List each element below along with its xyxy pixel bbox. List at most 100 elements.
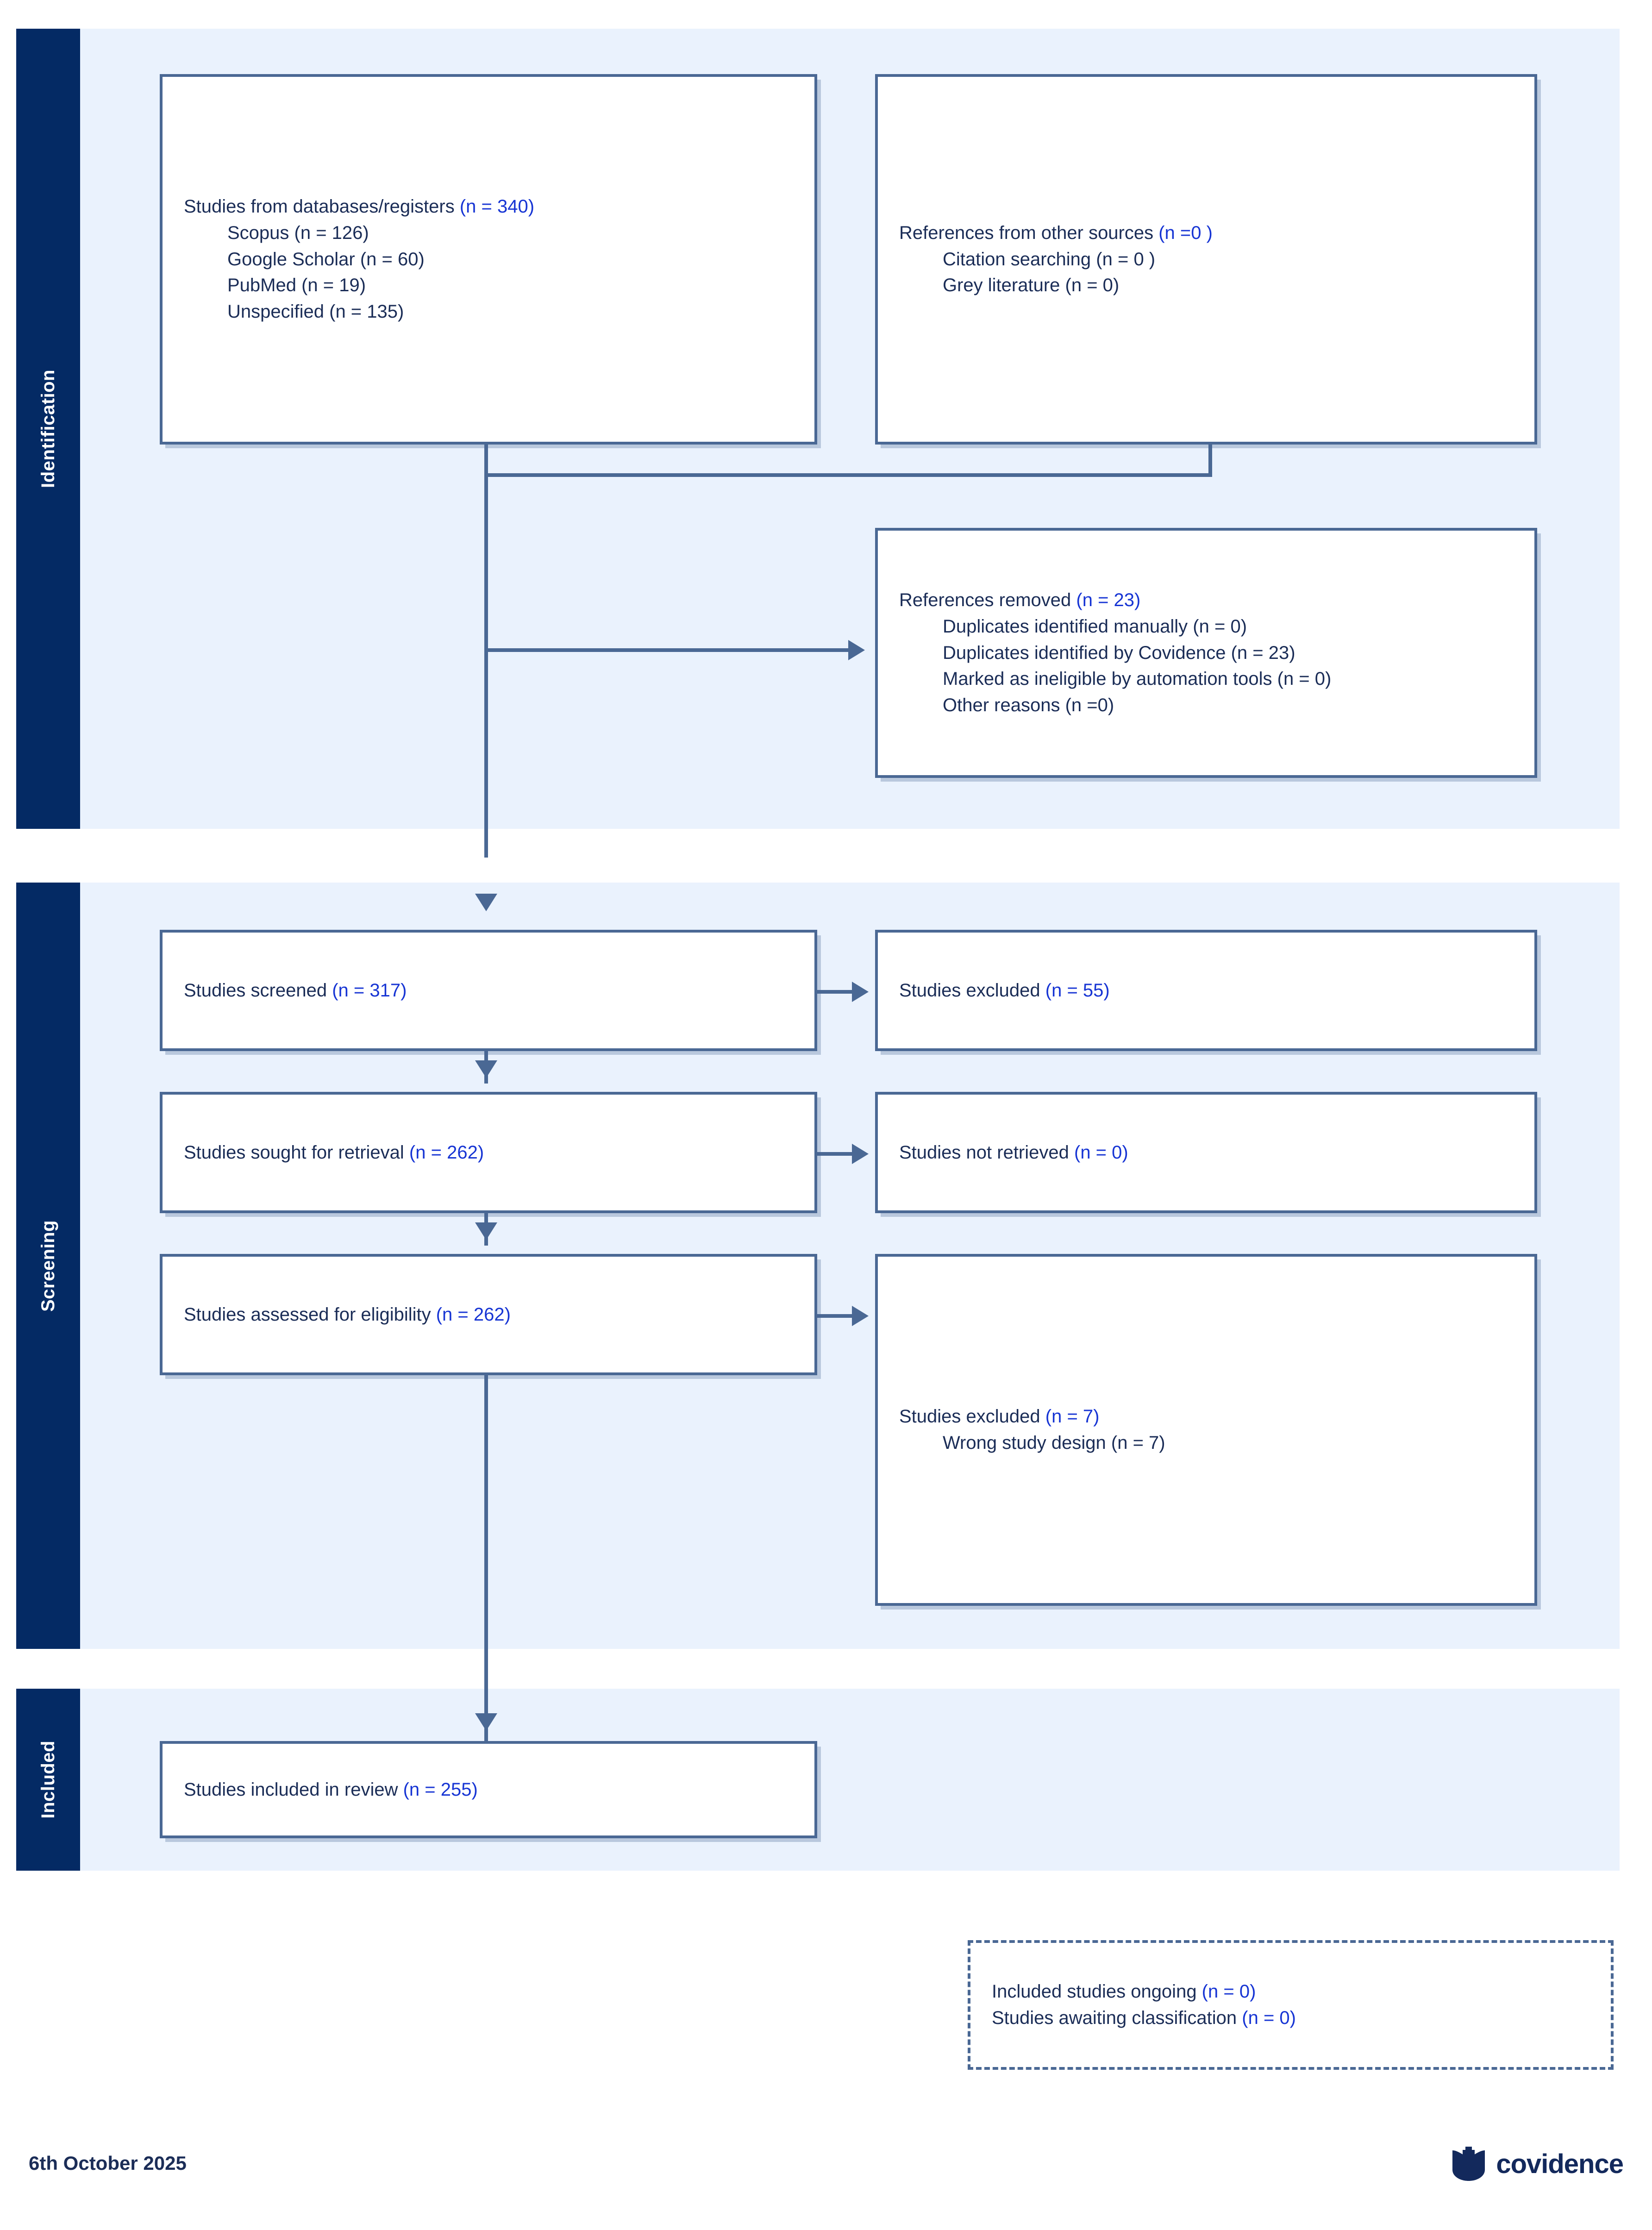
- subline-label: Grey literature: [943, 275, 1065, 296]
- subline-count: (n = 7): [1111, 1433, 1165, 1453]
- arrow-to-excluded-screen: [852, 982, 869, 1002]
- box-title: Studies not retrieved (n = 0): [899, 1140, 1513, 1166]
- box-studies-assessed-for-eligibility: Studies assessed for eligibility (n = 26…: [160, 1254, 817, 1375]
- stage-label-screening: Screening: [16, 883, 80, 1649]
- box-title-count: (n = 255): [403, 1779, 478, 1800]
- subline-label: Included studies ongoing: [992, 1981, 1202, 2002]
- box-studies-screened: Studies screened (n = 317): [160, 930, 817, 1051]
- arrow-to-included: [475, 1713, 497, 1731]
- box-title: Studies sought for retrieval (n = 262): [184, 1140, 793, 1166]
- box-title-count: (n = 262): [436, 1304, 511, 1325]
- box-title-count: (n = 7): [1045, 1406, 1100, 1427]
- box-title: Studies assessed for eligibility (n = 26…: [184, 1302, 793, 1328]
- box-studies-from-databases: Studies from databases/registers (n = 34…: [160, 74, 817, 445]
- stage-label-included: Included: [16, 1689, 80, 1871]
- subline-label: Marked as ineligible by automation tools: [943, 669, 1277, 689]
- connector-assessed-to-included: [484, 1334, 488, 1741]
- box-title-count: (n = 317): [332, 980, 407, 1001]
- subline-label: PubMed: [227, 275, 302, 296]
- box-title-label: Studies from databases/registers: [184, 196, 460, 217]
- box-title-label: Studies excluded: [899, 1406, 1045, 1427]
- box-title: Studies screened (n = 317): [184, 977, 793, 1004]
- box-subline: Duplicates identified by Covidence (n = …: [899, 640, 1513, 666]
- subline-label: Citation searching: [943, 249, 1096, 269]
- subline-count: (n = 19): [301, 275, 366, 296]
- subline-label: Wrong study design: [943, 1433, 1111, 1453]
- arrow-to-excluded-eligibility: [852, 1306, 869, 1326]
- box-title-count: (n = 23): [1076, 590, 1141, 610]
- box-title-count: (n = 262): [409, 1142, 484, 1163]
- arrow-to-sought: [475, 1060, 497, 1078]
- box-studies-excluded-screening: Studies excluded (n = 55): [875, 930, 1537, 1051]
- box-title-label: Studies sought for retrieval: [184, 1142, 409, 1163]
- box-title-count: (n = 0): [1074, 1142, 1128, 1163]
- box-references-removed: References removed (n = 23) Duplicates i…: [875, 528, 1537, 778]
- connector-other-down: [1208, 445, 1212, 477]
- subline-label: Google Scholar: [227, 249, 360, 269]
- box-subline: PubMed (n = 19): [184, 272, 793, 299]
- subline-count: (n = 126): [294, 222, 369, 243]
- box-studies-not-retrieved: Studies not retrieved (n = 0): [875, 1092, 1537, 1213]
- box-title-label: Studies included in review: [184, 1779, 403, 1800]
- box-subline: Marked as ineligible by automation tools…: [899, 666, 1513, 692]
- box-subline: Citation searching (n = 0 ): [899, 246, 1513, 273]
- connector-screened-to-excluded: [815, 990, 857, 994]
- box-title: Studies from databases/registers (n = 34…: [184, 194, 793, 220]
- box-title-label: Studies excluded: [899, 980, 1045, 1001]
- subline-count: (n = 0 ): [1096, 249, 1156, 269]
- box-studies-excluded-eligibility: Studies excluded (n = 7) Wrong study des…: [875, 1254, 1537, 1606]
- box-ongoing-awaiting: Included studies ongoing (n = 0) Studies…: [968, 1940, 1614, 2070]
- box-subline: Google Scholar (n = 60): [184, 246, 793, 273]
- subline-label: Scopus: [227, 222, 294, 243]
- box-title: Studies included in review (n = 255): [184, 1777, 793, 1803]
- box-references-other-sources: References from other sources (n =0 ) Ci…: [875, 74, 1537, 445]
- connector-databases-down: [484, 445, 488, 477]
- subline-count: (n = 0): [1193, 616, 1247, 637]
- box-subline: Studies awaiting classification (n = 0): [992, 2005, 1589, 2031]
- subline-count: (n = 0): [1277, 669, 1332, 689]
- box-title-label: References from other sources: [899, 222, 1159, 243]
- connector-sought-to-not-retrieved: [815, 1152, 857, 1156]
- box-studies-sought-for-retrieval: Studies sought for retrieval (n = 262): [160, 1092, 817, 1213]
- box-subline: Scopus (n = 126): [184, 220, 793, 246]
- subline-count: (n = 60): [360, 249, 425, 269]
- box-subline: Other reasons (n =0): [899, 692, 1513, 719]
- subline-count: (n = 135): [329, 301, 404, 322]
- subline-count: (n = 0): [1065, 275, 1120, 296]
- subline-label: Unspecified: [227, 301, 330, 322]
- arrow-to-not-retrieved: [852, 1144, 869, 1164]
- box-studies-included-in-review: Studies included in review (n = 255): [160, 1741, 817, 1838]
- box-subline: Wrong study design (n = 7): [899, 1430, 1513, 1456]
- box-title-count: (n = 55): [1045, 980, 1110, 1001]
- box-title-label: Studies screened: [184, 980, 332, 1001]
- arrow-to-assessed: [475, 1222, 497, 1240]
- footer-date: 6th October 2025: [29, 2152, 187, 2174]
- box-title: References removed (n = 23): [899, 587, 1513, 614]
- arrow-to-references-removed: [848, 640, 865, 660]
- subline-count: (n = 0): [1201, 1981, 1256, 2002]
- box-subline: Grey literature (n = 0): [899, 272, 1513, 299]
- arrow-to-screened: [475, 894, 497, 911]
- subline-label: Studies awaiting classification: [992, 2008, 1242, 2028]
- box-title: Studies excluded (n = 55): [899, 977, 1513, 1004]
- stage-label-screening-text: Screening: [38, 1220, 58, 1312]
- box-title-count: (n =0 ): [1158, 222, 1213, 243]
- box-title-label: Studies assessed for eligibility: [184, 1304, 436, 1325]
- box-subline: Included studies ongoing (n = 0): [992, 1979, 1589, 2005]
- box-title-label: Studies not retrieved: [899, 1142, 1074, 1163]
- connector-to-references-removed: [484, 648, 850, 652]
- box-title-count: (n = 340): [459, 196, 535, 217]
- subline-label: Duplicates identified by Covidence: [943, 642, 1231, 663]
- box-title: References from other sources (n =0 ): [899, 220, 1513, 246]
- covidence-wordmark: covidence: [1496, 2149, 1624, 2179]
- subline-label: Other reasons: [943, 695, 1065, 716]
- box-subline: Unspecified (n = 135): [184, 299, 793, 325]
- subline-count: (n = 0): [1242, 2008, 1296, 2028]
- covidence-logo-icon: [1452, 2147, 1485, 2181]
- subline-label: Duplicates identified manually: [943, 616, 1193, 637]
- stage-label-included-text: Included: [38, 1741, 58, 1819]
- covidence-branding: covidence: [1452, 2146, 1624, 2182]
- connector-main-spine-identification: [484, 473, 488, 858]
- subline-count: (n = 23): [1231, 642, 1295, 663]
- box-subline: Duplicates identified manually (n = 0): [899, 614, 1513, 640]
